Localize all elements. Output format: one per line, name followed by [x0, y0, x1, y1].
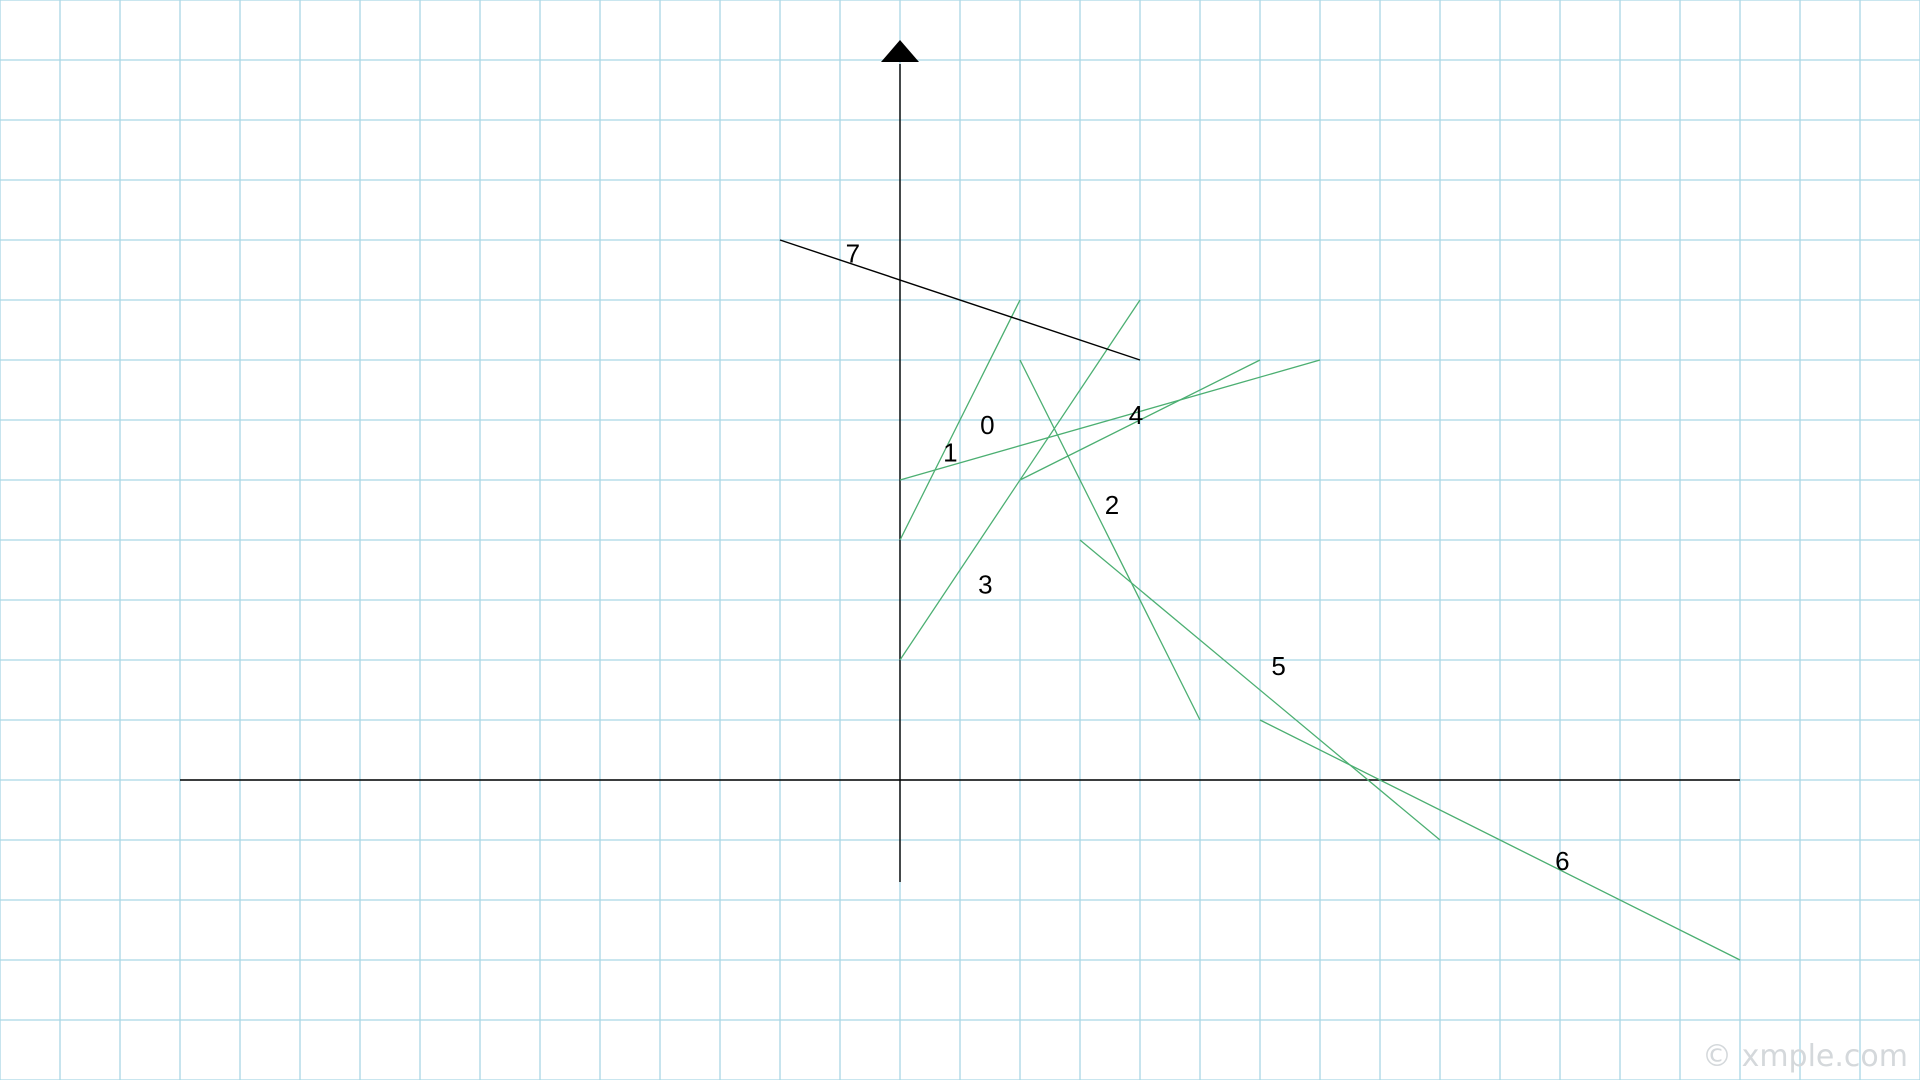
- segment-label-2: 2: [1105, 490, 1119, 520]
- segment-1: [899, 359, 1321, 481]
- segment-label-3: 3: [978, 569, 992, 599]
- triangle-up-icon: [881, 40, 919, 62]
- segment-2: [1019, 359, 1201, 721]
- segments: [779, 239, 1741, 961]
- segment-label-6: 6: [1555, 846, 1569, 876]
- segment-6: [1259, 719, 1741, 961]
- segment-label-1: 1: [943, 437, 957, 467]
- segment-label-7: 7: [846, 238, 860, 268]
- segment-label-5: 5: [1271, 651, 1285, 681]
- axes: [180, 40, 1740, 882]
- segment-7: [779, 239, 1141, 361]
- segment-labels: 01 2 3 4 5 6 7: [846, 238, 1570, 876]
- segment-label-0: 0: [980, 410, 994, 440]
- segment-4: [1019, 359, 1261, 481]
- segment-0: [899, 299, 1021, 541]
- segment-label-4: 4: [1129, 400, 1143, 430]
- segment-5: [1079, 539, 1441, 841]
- watermark-text: © xmple.com: [1702, 1039, 1908, 1074]
